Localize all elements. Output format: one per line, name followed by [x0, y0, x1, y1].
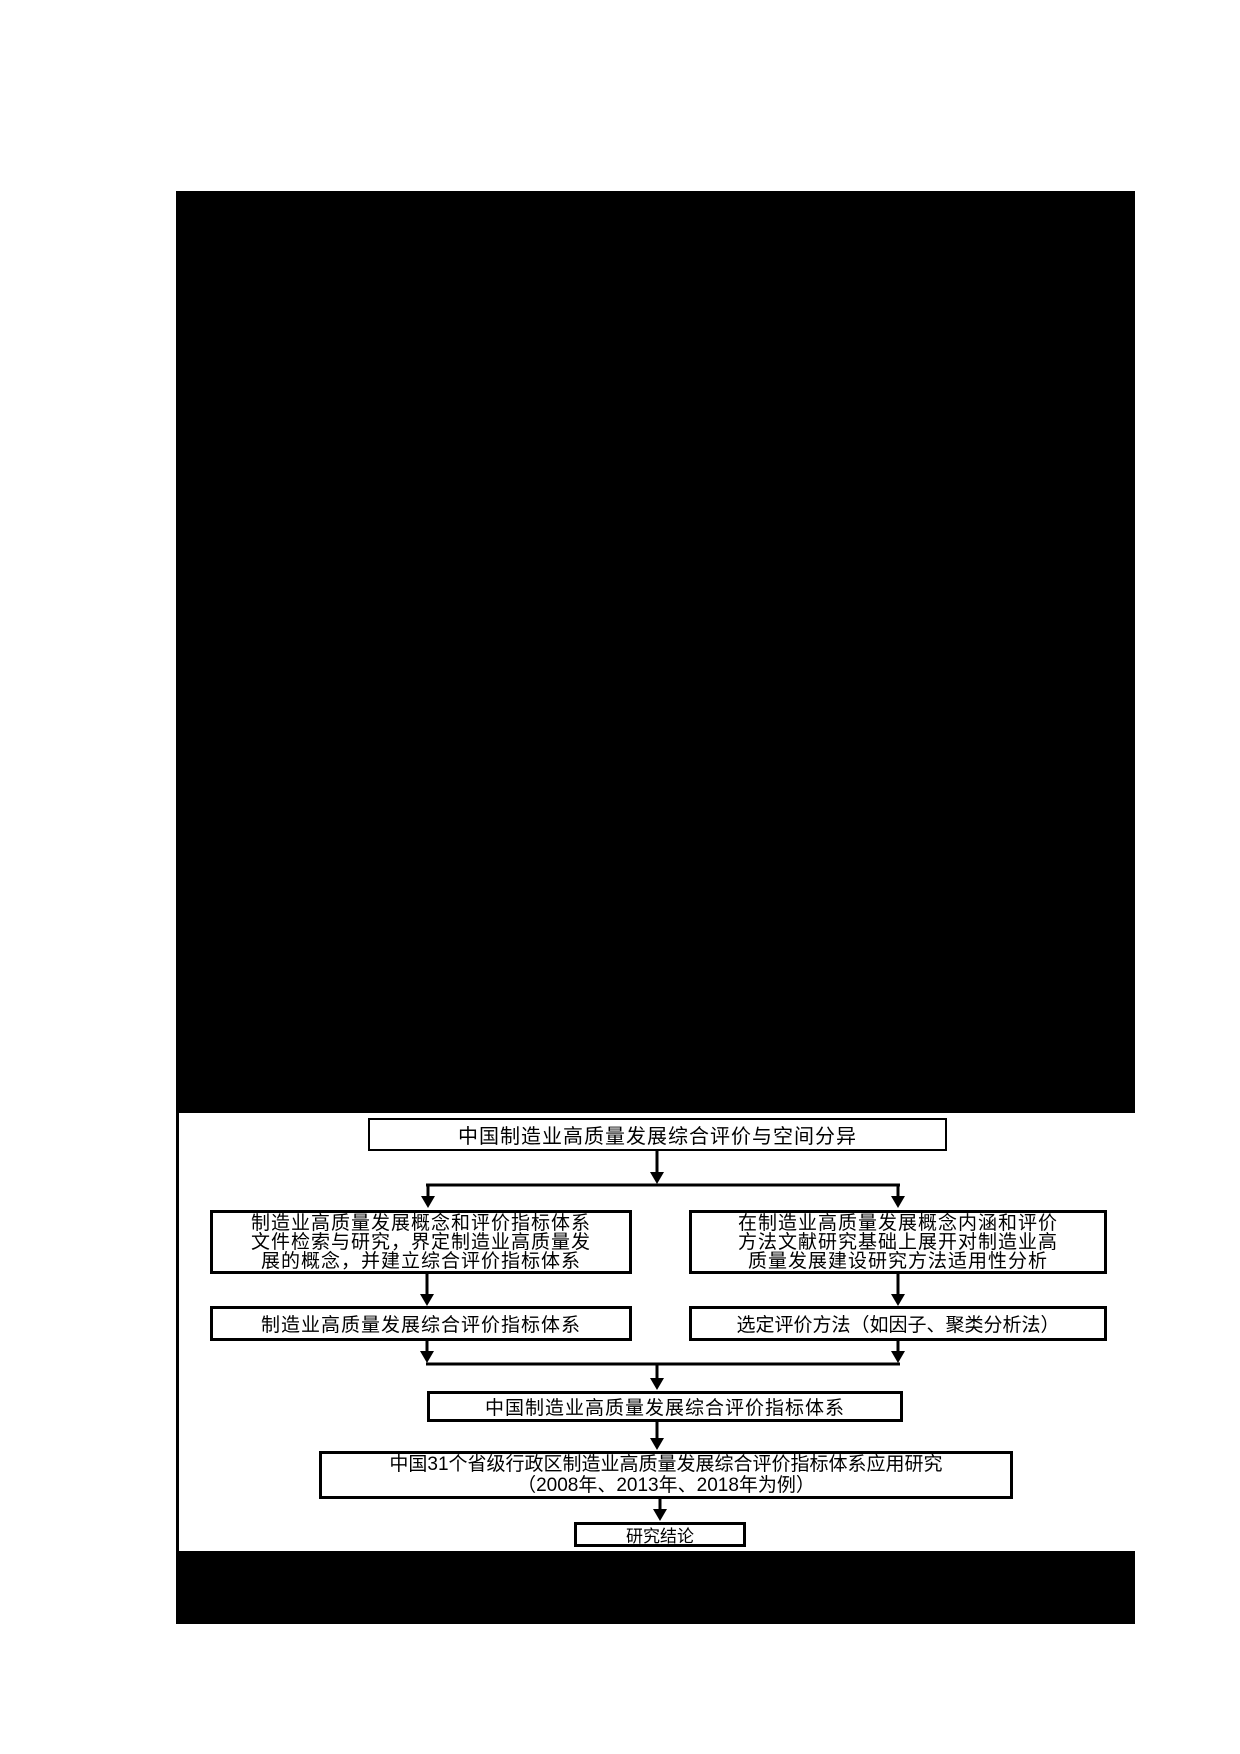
- title-box-text: 中国制造业高质量发展综合评价与空间分异: [458, 1126, 857, 1148]
- title-box: 中国制造业高质量发展综合评价与空间分异: [368, 1118, 947, 1151]
- right-research-box: 在制造业高质量发展概念内涵和评价 方法文献研究基础上展开对制造业高 质量发展建设…: [689, 1210, 1107, 1274]
- box-text-line: 文件检索与研究，界定制造业高质量发: [250, 1231, 591, 1253]
- redacted-block-top: [176, 191, 1135, 1113]
- box-text-line: 展的概念，并建立综合评价指标体系: [260, 1250, 581, 1272]
- left-research-box: 制造业高质量发展概念和评价指标体系 文件检索与研究，界定制造业高质量发 展的概念…: [210, 1210, 632, 1274]
- figure-left-border-line: [176, 1113, 179, 1551]
- box-text-line: 在制造业高质量发展概念内涵和评价: [737, 1212, 1058, 1234]
- box-text-line: 中国31个省级行政区制造业高质量发展综合评价指标体系应用研究: [389, 1454, 943, 1475]
- merged-system-box: 中国制造业高质量发展综合评价指标体系: [427, 1391, 903, 1422]
- left-result-box: 制造业高质量发展综合评价指标体系: [210, 1306, 632, 1341]
- right-result-box: 选定评价方法（如因子、聚类分析法）: [689, 1306, 1107, 1341]
- box-text-line: 方法文献研究基础上展开对制造业高: [737, 1231, 1058, 1253]
- box-text-line: 质量发展建设研究方法适用性分析: [747, 1250, 1048, 1272]
- box-text-line: 制造业高质量发展概念和评价指标体系: [250, 1212, 591, 1234]
- conclusion-box: 研究结论: [574, 1522, 746, 1547]
- redacted-block-bottom: [176, 1551, 1135, 1624]
- box-text-line: （2008年、2013年、2018年为例）: [517, 1475, 815, 1496]
- box-text-line: 制造业高质量发展综合评价指标体系: [260, 1315, 581, 1336]
- box-text-line: 中国制造业高质量发展综合评价指标体系: [484, 1398, 845, 1419]
- application-box: 中国31个省级行政区制造业高质量发展综合评价指标体系应用研究 （2008年、20…: [319, 1451, 1013, 1499]
- box-text-line: 研究结论: [626, 1527, 694, 1546]
- box-text-line: 选定评价方法（如因子、聚类分析法）: [736, 1315, 1060, 1336]
